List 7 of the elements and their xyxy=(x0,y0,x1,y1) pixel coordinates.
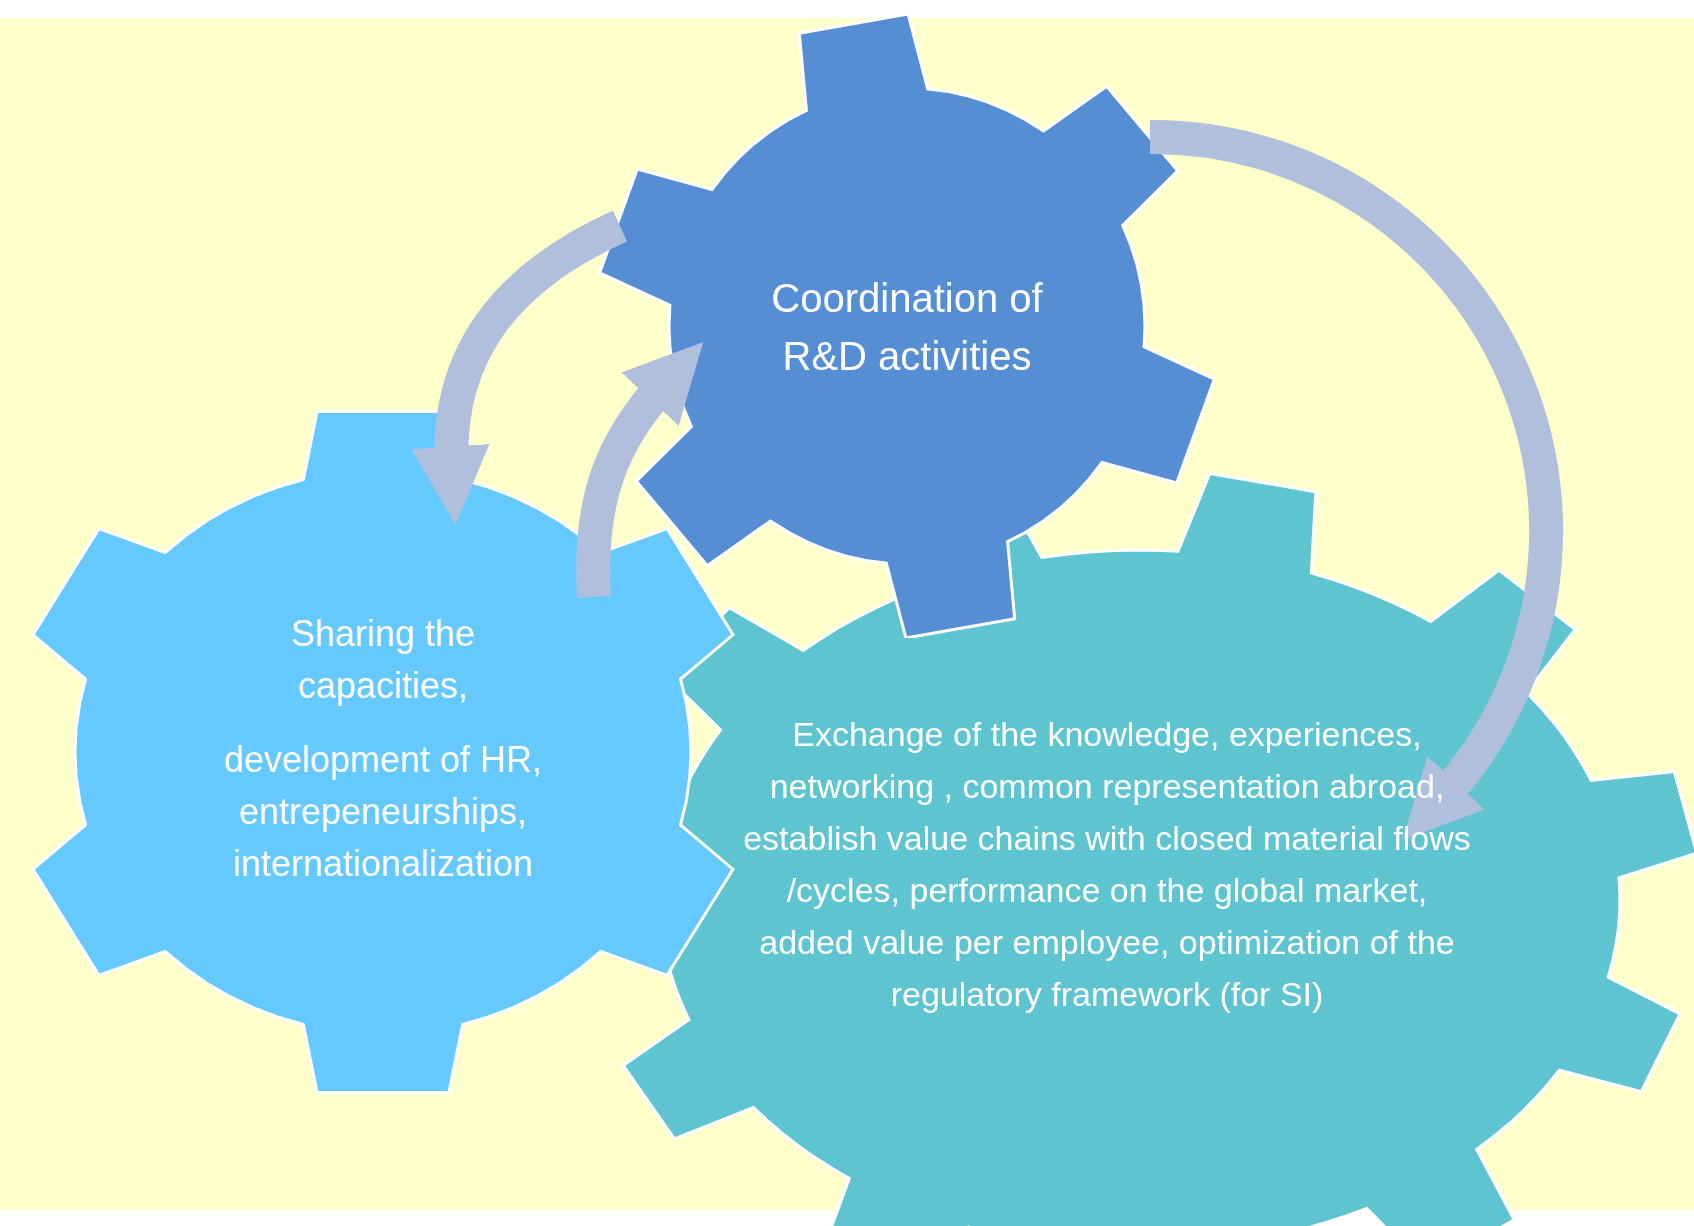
curved-arrow xyxy=(576,341,703,598)
curved-arrow xyxy=(1149,120,1563,843)
curved-arrow xyxy=(412,210,628,525)
gear-label: Coordination of R&D activities xyxy=(770,275,1044,380)
gear-label: Exchange of the knowledge, experiences, networking , common representation abroad, establish value chains with closed material flows /cycles, performance on the global market, added value per employee, optimization of the regulatory framework (for SI) xyxy=(742,714,1472,1015)
gear-label: development of HR, entrepeneurships, internationalization xyxy=(222,738,544,886)
gear-label: Sharing the capacities, xyxy=(289,612,477,708)
